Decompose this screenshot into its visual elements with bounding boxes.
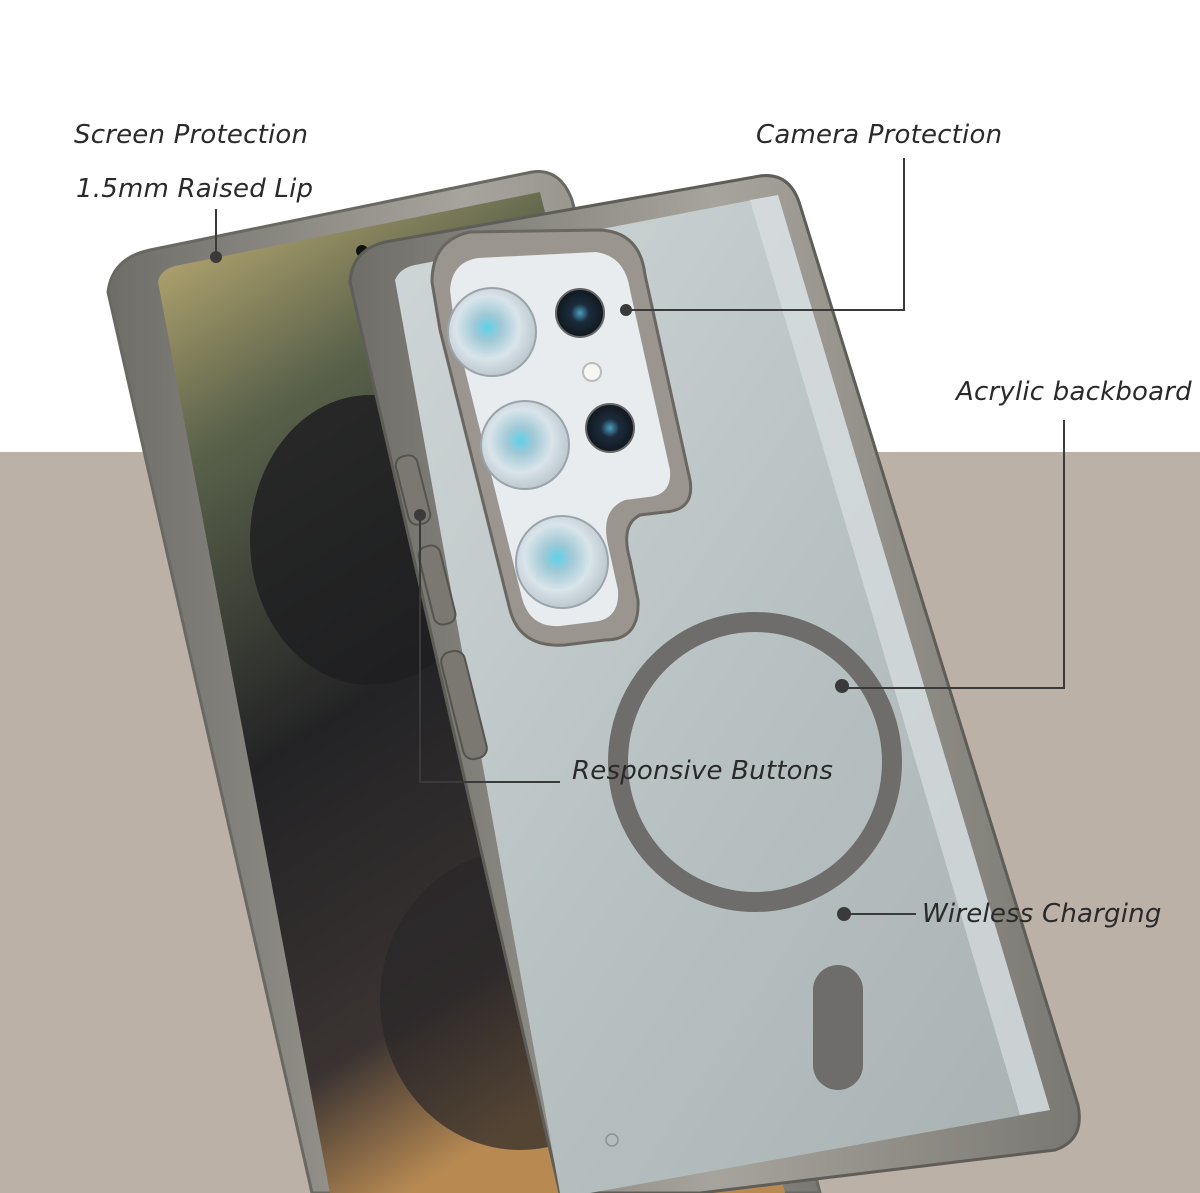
leader-dot-wireless — [837, 907, 851, 921]
camera-flash — [582, 362, 602, 382]
leader-acrylic-backboard — [842, 420, 1065, 689]
leader-responsive-buttons — [419, 515, 560, 783]
camera-lens-2 — [480, 400, 570, 490]
camera-lens-1 — [447, 287, 537, 377]
label-acrylic-backboard: Acrylic backboard — [956, 377, 1192, 407]
label-responsive-buttons: Responsive Buttons — [572, 756, 834, 786]
magsafe-alignment-bar — [813, 965, 863, 1090]
label-wireless-charging: Wireless Charging — [922, 899, 1162, 929]
leader-lines — [210, 158, 1065, 921]
leader-dot-camera — [620, 304, 632, 316]
leader-dot-acrylic — [835, 679, 849, 693]
leader-dot-buttons — [414, 509, 426, 521]
magsafe-ring — [608, 612, 902, 912]
label-screen-protection: Screen Protection — [74, 120, 309, 150]
side-button-2 — [417, 544, 457, 626]
camera-lens-tele-1 — [555, 288, 605, 338]
leader-dot-raised-lip — [210, 251, 222, 263]
side-button-1 — [394, 454, 432, 526]
back-phone — [348, 174, 1081, 1193]
label-camera-protection: Camera Protection — [756, 120, 1003, 150]
camera-lens-3 — [515, 515, 609, 609]
label-raised-lip: 1.5mm Raised Lip — [76, 174, 314, 204]
camera-lens-tele-2 — [585, 403, 635, 453]
back-glass-highlight — [750, 195, 1050, 1115]
leader-camera-protection — [626, 158, 905, 311]
side-button-3 — [440, 649, 488, 761]
brand-logo-mark — [605, 1133, 619, 1147]
